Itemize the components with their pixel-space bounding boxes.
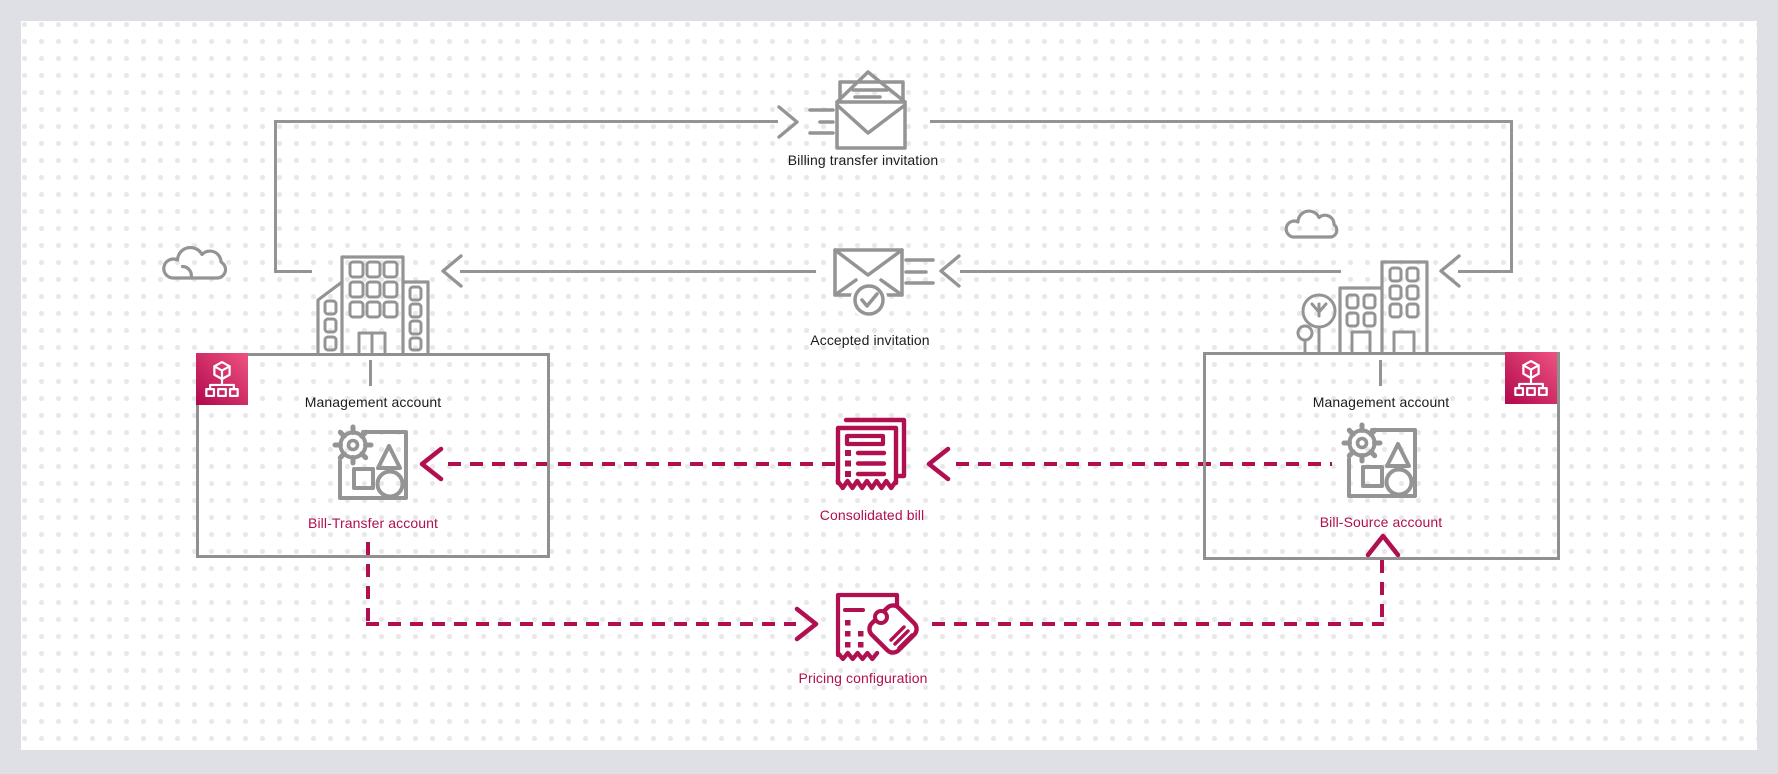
invitation-line-right-return [1458, 270, 1513, 273]
arrow-left-icon [419, 446, 444, 482]
bill-transfer-account-label: Bill-Transfer account [308, 515, 438, 531]
pricing-dashed-line-bottom-left [366, 622, 796, 626]
billing-transfer-invitation-label: Billing transfer invitation [787, 152, 939, 168]
building-connector-line [369, 360, 372, 386]
accepted-line-left [460, 270, 816, 273]
office-buildings-tree-icon [1296, 260, 1429, 353]
arrow-up-icon [1365, 533, 1401, 558]
arrow-left-icon [926, 446, 951, 482]
management-account-box-right [1203, 352, 1560, 560]
management-account-label: Management account [1312, 394, 1450, 410]
accepted-line-left-stub [274, 270, 312, 273]
invitation-line-top-left [274, 120, 778, 123]
accepted-invitation-label: Accepted invitation [810, 332, 930, 348]
bill-receipt-icon [835, 417, 907, 491]
aws-organizations-icon [1505, 352, 1557, 404]
consolidated-bill-dashed-line-left [448, 462, 836, 466]
bill-source-account-label: Bill-Source account [1319, 514, 1443, 530]
building-connector-line [1379, 360, 1382, 386]
arrow-left-icon [939, 254, 961, 288]
pricing-dashed-line-left-vertical [366, 542, 370, 626]
receipt-price-tag-icon [835, 592, 919, 662]
office-building-icon [316, 255, 430, 354]
cloud-icon [1284, 209, 1339, 239]
arrow-right-icon [794, 606, 819, 642]
management-account-label: Management account [304, 394, 442, 410]
consolidated-bill-dashed-line-right [956, 462, 1332, 466]
arrow-left-icon [1439, 254, 1461, 288]
account-resources-icon [332, 424, 408, 500]
open-envelope-icon [808, 70, 907, 150]
invitation-line-top-right [930, 120, 1513, 123]
account-resources-icon [1341, 422, 1417, 498]
aws-organizations-icon [196, 353, 248, 405]
pricing-dashed-line-right-vertical [1380, 560, 1384, 626]
invitation-line-right-vertical [1510, 120, 1513, 273]
accepted-line-right [960, 270, 1341, 273]
management-account-box-left [196, 353, 550, 558]
pricing-dashed-line-bottom-right [932, 622, 1384, 626]
arrow-right-icon [777, 105, 799, 139]
cloud-icon [162, 245, 228, 280]
pricing-configuration-label: Pricing configuration [798, 670, 928, 686]
envelope-check-icon [833, 248, 935, 319]
invitation-line-left-vertical [274, 120, 277, 272]
arrow-left-icon [441, 254, 463, 288]
consolidated-bill-label: Consolidated bill [819, 507, 925, 523]
